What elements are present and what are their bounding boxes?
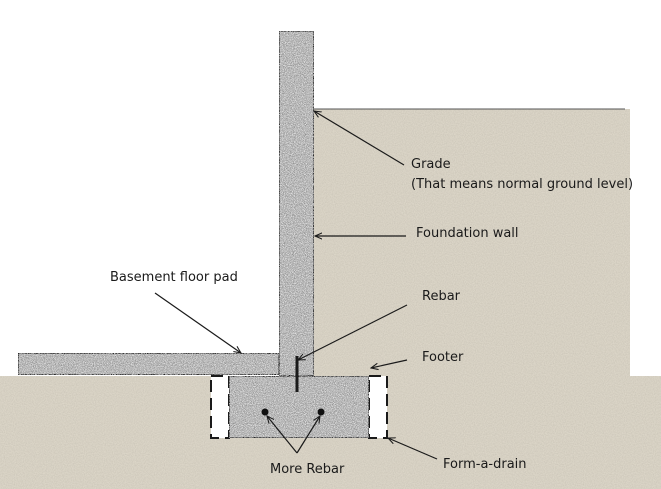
footer-leader (371, 359, 408, 368)
footer (228, 375, 370, 439)
grade-note-label: (That means normal ground level) (411, 177, 633, 192)
form-a-drain-leader (388, 438, 438, 460)
rebar-dot-left (261, 408, 269, 416)
footer-label: Footer (422, 350, 464, 365)
form-a-drain-label: Form-a-drain (443, 457, 527, 472)
foundation-wall-label: Foundation wall (416, 226, 519, 241)
grade-label: Grade (411, 157, 451, 172)
rebar-label: Rebar (422, 289, 461, 304)
foundation-wall (278, 30, 315, 377)
form-a-drain-left (210, 375, 230, 439)
basement-floor-pad-leader (154, 292, 241, 353)
more-rebar-leader-right (296, 416, 320, 454)
more-rebar-leader-left (267, 416, 298, 454)
grade-leader (314, 111, 405, 166)
rebar-dot-right (317, 408, 325, 416)
form-a-drain-right (368, 375, 388, 439)
more-rebar-label: More Rebar (270, 462, 345, 477)
rebar-leader (298, 304, 408, 360)
basement-floor-pad-label: Basement floor pad (110, 270, 238, 285)
basement-floor-pad (17, 352, 280, 376)
